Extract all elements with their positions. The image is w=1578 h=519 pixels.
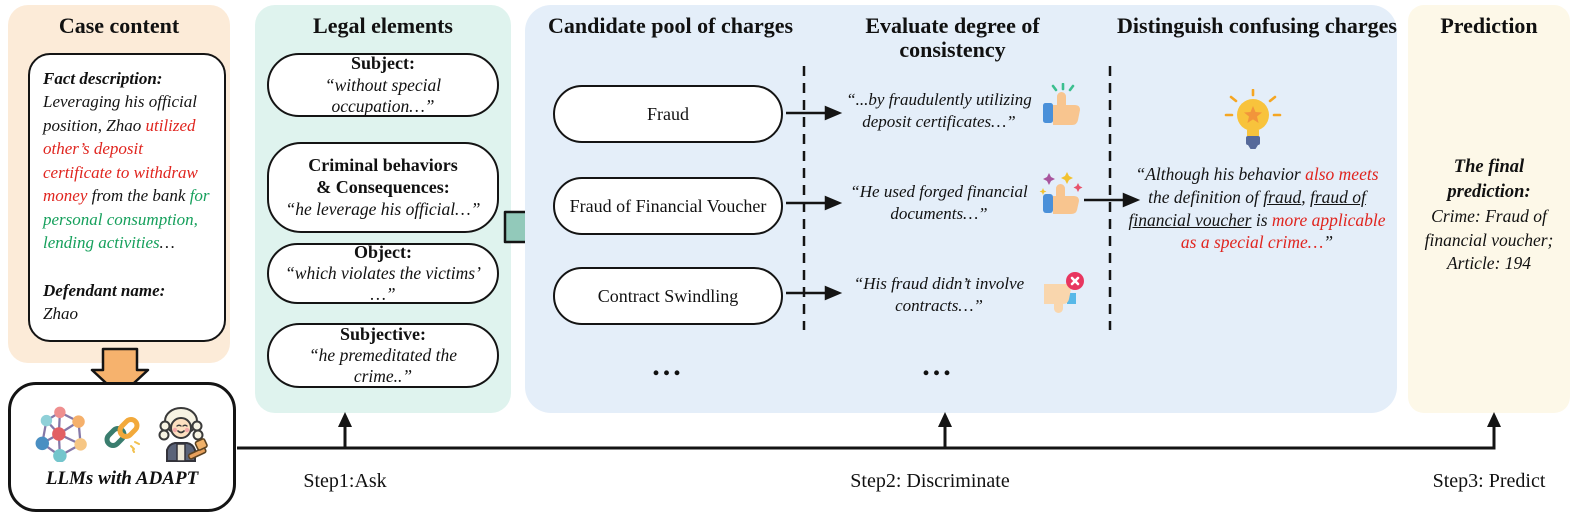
final-prediction-label: The final prediction:: [1447, 157, 1531, 202]
legal-pill-quote: “without special occupation…”: [324, 74, 442, 116]
evaluate-title: Evaluate degree of consistency: [865, 13, 1040, 63]
legal-elements-title: Legal elements: [313, 13, 453, 38]
charge-pill-fraud: Fraud: [553, 85, 783, 143]
prediction-line: financial voucher;: [1424, 229, 1554, 250]
neural-network-icon: [35, 406, 87, 462]
judge-icon: [158, 407, 208, 462]
defendant-label: Defendant name:: [43, 280, 166, 300]
step-label-ask: Step1:Ask: [303, 470, 387, 492]
fact-description-label: Fact description:: [43, 69, 163, 88]
panel-prediction: Prediction The final prediction: Crime: …: [1408, 5, 1570, 413]
chain-link-icon: [104, 417, 140, 453]
charge-pill-contract-swindling: Contract Swindling: [553, 267, 783, 325]
case-content-title: Case content: [58, 13, 180, 38]
prediction-line: Crime: Fraud of: [1431, 205, 1547, 226]
thumbs-up-icon: [1043, 83, 1080, 125]
evaluation-quote-2: “He used forged financial documents…”: [850, 182, 1028, 223]
legal-pill-quote: “which violates the victims’ …”: [285, 263, 481, 305]
defendant-name: Zhao: [43, 304, 78, 324]
charge-pill-fraud-financial-voucher: Fraud of Financial Voucher: [553, 177, 783, 235]
panel-pipeline: Candidate pool of charges Evaluate degre…: [525, 5, 1397, 413]
fact-box: Fact description: Leveraging his officia…: [28, 53, 226, 342]
panel-case-content: Case content Fact description: Leveragin…: [8, 5, 230, 363]
evaluation-quote-1: “...by fraudulently utilizing deposit ce…: [846, 90, 1032, 131]
llm-icons-row: [34, 404, 210, 462]
evaluate-ellipsis: ...: [922, 349, 954, 382]
panel-legal-elements: Legal elements Subject: “without special…: [255, 5, 511, 413]
legal-pill-label: Subject:: [351, 53, 415, 74]
final-prediction-block: The final prediction: Crime: Fraud of fi…: [1412, 155, 1566, 276]
legal-pill-label: Subjective:: [340, 323, 426, 344]
distinguish-title: Distinguish confusing charges: [1117, 13, 1397, 38]
legal-pill-quote: “he premeditated the crime..”: [308, 345, 458, 387]
candidate-pool-title: Candidate pool of charges: [547, 13, 794, 38]
llm-adapt-box: LLMs with ADAPT: [8, 382, 236, 512]
prediction-line: Article: 194: [1446, 253, 1532, 274]
distinguish-explanation-text: “Although his behavior also meets the de…: [1128, 164, 1386, 253]
legal-pill-subject: Subject: “without special occupation…”: [267, 53, 499, 117]
candidate-ellipsis: ...: [652, 349, 684, 382]
step-label-predict: Step3: Predict: [1432, 470, 1546, 492]
legal-pill-quote: “he leverage his official…”: [285, 198, 481, 219]
thumbs-down-icon: [1044, 272, 1084, 313]
legal-pill-label: Object:: [354, 241, 412, 262]
prediction-title: Prediction: [1440, 13, 1538, 38]
legal-pill-subjective: Subjective: “he premeditated the crime..…: [267, 323, 499, 388]
lightbulb-icon: [1224, 88, 1282, 149]
legal-pill-criminal-behaviors: Criminal behaviors & Consequences: “he l…: [267, 142, 499, 233]
llm-box-label: LLMs with ADAPT: [45, 468, 199, 489]
fact-description-text: Leveraging his official position, Zhao u…: [43, 92, 210, 253]
legal-pill-object: Object: “which violates the victims’ …”: [267, 241, 499, 305]
step-label-discriminate: Step2: Discriminate: [850, 470, 1010, 492]
legal-pill-label: Criminal behaviors & Consequences:: [308, 155, 458, 197]
thumbs-up-sparkles-icon: [1039, 172, 1083, 214]
evaluation-quote-3: “His fraud didn’t involve contracts…”: [853, 274, 1025, 315]
